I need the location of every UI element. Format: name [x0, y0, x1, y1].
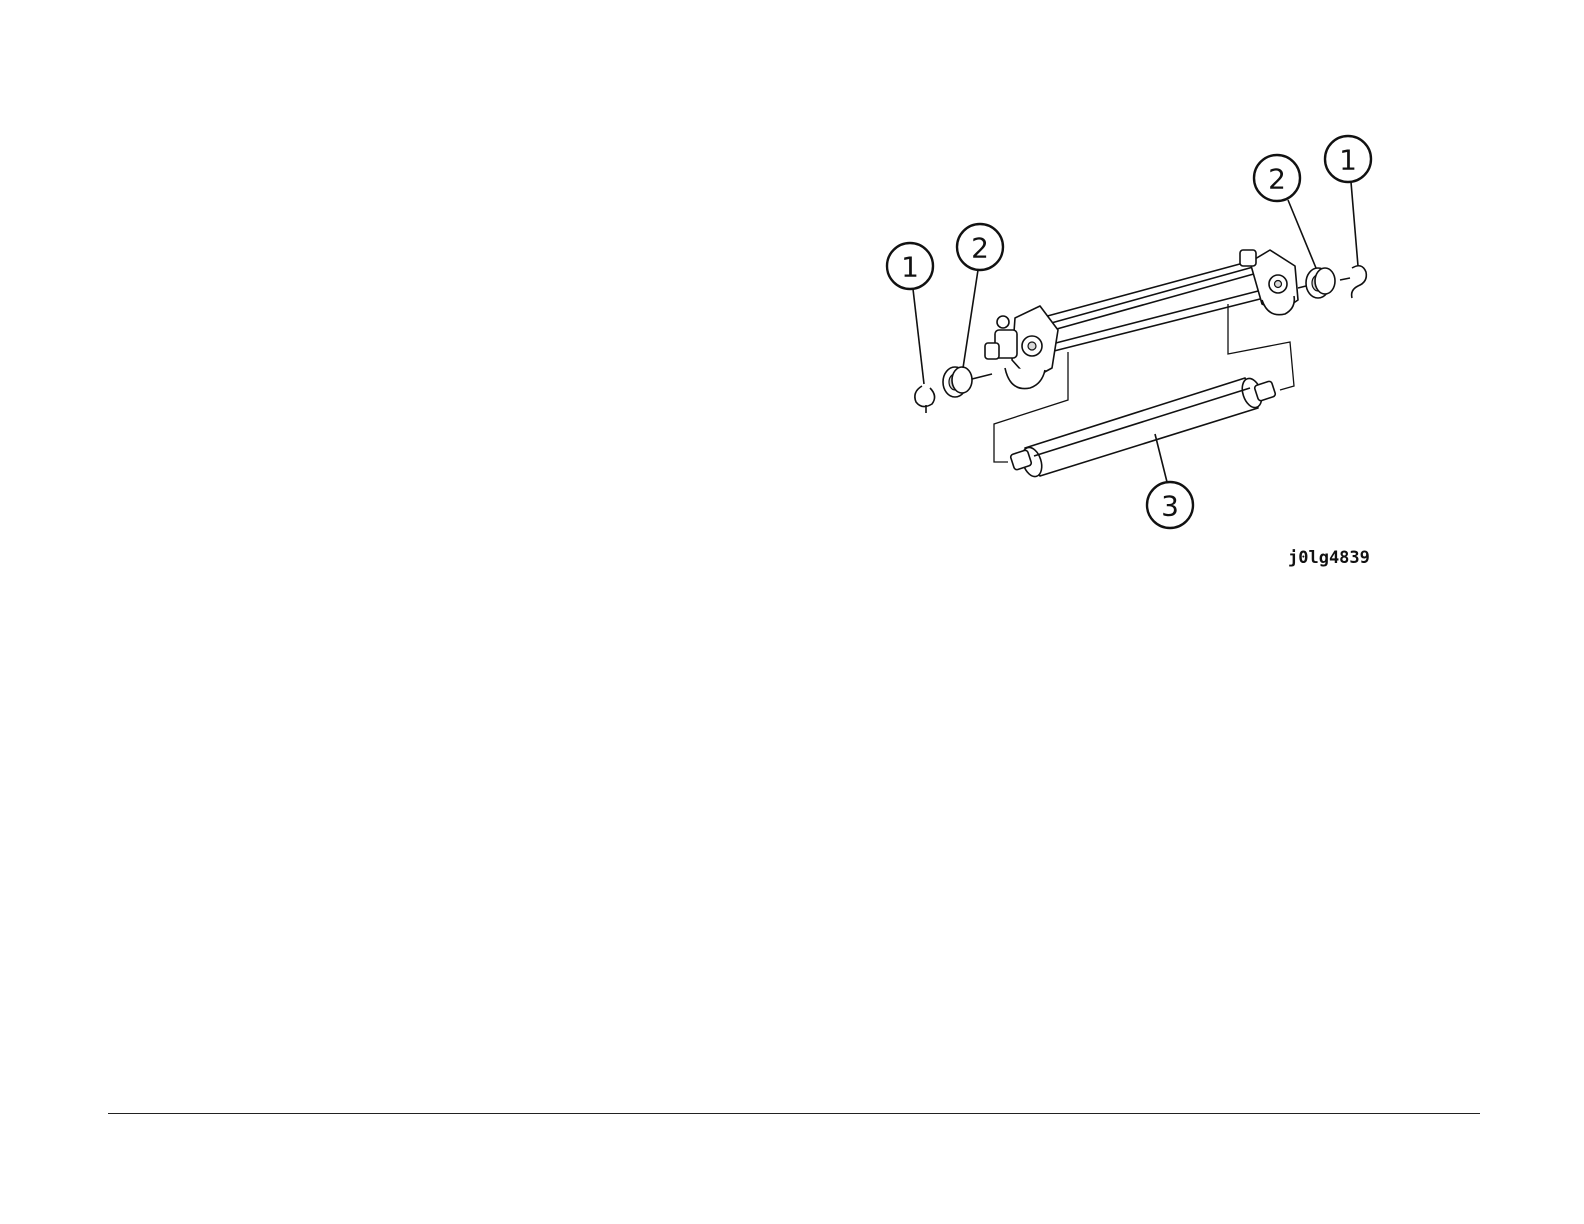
callout-label: 1 [1339, 144, 1357, 177]
right-retaining-clip [1340, 266, 1366, 298]
roller [1010, 376, 1276, 479]
callout-label: 3 [1161, 490, 1179, 523]
callout-right-bearing: 2 [1254, 155, 1300, 201]
callout-left-clip: 1 [887, 243, 933, 289]
callout-label: 2 [971, 232, 989, 265]
figure-id-label: j0lg4839 [1288, 548, 1370, 568]
shaft-assembly [985, 250, 1298, 389]
callout-left-bearing: 2 [957, 224, 1003, 270]
callout-label: 1 [901, 251, 919, 284]
right-bearing [1298, 268, 1335, 298]
callout-roller: 3 [1147, 482, 1193, 528]
callout-right-clip: 1 [1325, 136, 1371, 182]
footer-rule [108, 1113, 1480, 1114]
left-retaining-clip [915, 386, 935, 413]
left-bearing [943, 367, 992, 397]
callout-label: 2 [1268, 163, 1286, 196]
